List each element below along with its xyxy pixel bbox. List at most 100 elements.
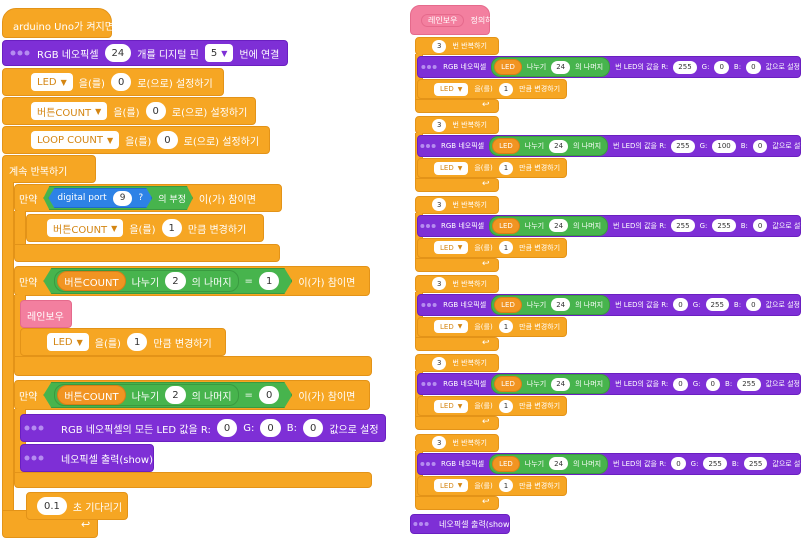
forever-block[interactable]: 계속 반복하기 [2, 155, 96, 183]
g-input[interactable]: 0 [714, 60, 729, 74]
show-block[interactable]: 네오픽셀 출력(show) [20, 444, 154, 472]
var-reporter-led[interactable]: LED [494, 296, 522, 313]
g-input[interactable]: 0 [260, 419, 281, 437]
repeat-times-input[interactable]: 3 [432, 356, 447, 370]
var-dropdown-loopcount[interactable]: LOOP COUNT▼ [31, 131, 120, 149]
if-block-2[interactable]: 만약 버튼COUNT 나누기 2 의 나머지 = 1 이(가) 참이면 [14, 266, 370, 296]
led-count-input[interactable]: 24 [104, 44, 132, 62]
change-led-block[interactable]: LED▼ 을(를) 1 만큼 변경하기 [417, 158, 567, 179]
if-block-1[interactable]: 만약 digital port 9 ? 의 부정 이(가) 참이면 [14, 184, 282, 212]
define-block[interactable]: 레인보우 정의하기 [410, 5, 500, 35]
divisor-input[interactable]: 24 [551, 377, 571, 391]
modulo-operator[interactable]: LED 나누기 24 의 나머지 [491, 374, 611, 395]
b-input[interactable]: 0 [746, 298, 761, 312]
var-dropdown-led[interactable]: LED▼ [434, 479, 469, 492]
r-input[interactable]: 0 [673, 377, 688, 391]
value-input[interactable]: 1 [498, 161, 514, 175]
r-input[interactable]: 255 [671, 139, 695, 153]
change-led-block[interactable]: LED▼ 을(를) 1 만큼 변경하기 [417, 79, 567, 99]
modulo-operator[interactable]: LED 나누기 24 의 나머지 [491, 294, 611, 315]
repeat-times-input[interactable]: 3 [432, 436, 447, 449]
set-pixel-block[interactable]: RGB 네오픽셀 LED 나누기 24 의 나머지 번 LED의 값을 R: 0… [417, 293, 801, 316]
port-input[interactable]: 9 [113, 191, 133, 206]
var-dropdown-led[interactable]: LED▼ [434, 399, 469, 413]
modulo-operator[interactable]: 버튼COUNT 나누기 2 의 나머지 [54, 384, 238, 406]
var-dropdown-btncount[interactable]: 버튼COUNT▼ [31, 102, 108, 120]
change-led-block[interactable]: LED▼ 을(를) 1 만큼 변경하기 [417, 475, 567, 496]
var-reporter-btncount[interactable]: 버튼COUNT [57, 271, 125, 291]
divisor-input[interactable]: 24 [549, 219, 569, 233]
set-pixel-block[interactable]: RGB 네오픽셀 LED 나누기 24 의 나머지 번 LED의 값을 R: 0… [417, 373, 801, 396]
hat-block[interactable]: arduino Uno가 켜지면 [2, 8, 114, 38]
repeat-block[interactable]: 3 번 반복하기 [415, 354, 499, 373]
divisor-input[interactable]: 24 [549, 457, 569, 470]
var-reporter-led[interactable]: LED [494, 59, 522, 75]
rainbow-call-block[interactable]: 레인보우 [20, 300, 72, 328]
compare-input[interactable]: 1 [259, 272, 279, 290]
neopixel-connect-block[interactable]: RGB 네오픽셀 24 개를 디지털 핀 5▼ 번에 연결 [2, 40, 288, 66]
set-loopcount-block[interactable]: LOOP COUNT▼ 을(를) 0 로(으로) 설정하기 [2, 126, 270, 154]
value-input[interactable]: 1 [126, 333, 148, 351]
change-led-block[interactable]: LED▼ 을(를) 1 만큼 변경하기 [417, 316, 567, 337]
b-input[interactable]: 0 [302, 419, 324, 437]
var-reporter-led[interactable]: LED [494, 376, 522, 393]
r-input[interactable]: 0 [216, 419, 238, 437]
change-led-block[interactable]: LED▼ 을(를) 1 만큼 변경하기 [417, 237, 567, 258]
digital-port-sensor[interactable]: digital port 9 ? [48, 188, 152, 208]
value-input[interactable]: 1 [498, 241, 514, 255]
repeat-times-input[interactable]: 3 [432, 277, 447, 291]
var-dropdown-led[interactable]: LED▼ [31, 73, 73, 91]
set-all-leds-block[interactable]: RGB 네오픽셀의 모든 LED 값을 R: 0 G: 0 B: 0 값으로 설… [20, 414, 386, 442]
modulo-operator[interactable]: 버튼COUNT 나누기 2 의 나머지 [54, 270, 238, 292]
set-pixel-block[interactable]: RGB 네오픽셀 LED 나누기 24 의 나머지 번 LED의 값을 R: 2… [417, 135, 802, 158]
divisor-input[interactable]: 24 [551, 298, 571, 312]
value-input[interactable]: 0 [157, 131, 178, 149]
value-input[interactable]: 1 [498, 399, 514, 413]
set-pixel-block[interactable]: RGB 네오픽셀 LED 나누기 24 의 나머지 번 LED의 값을 R: 2… [417, 56, 801, 78]
not-operator[interactable]: digital port 9 ? 의 부정 [43, 186, 193, 210]
repeat-times-input[interactable]: 3 [432, 118, 447, 132]
compare-input[interactable]: 0 [259, 386, 279, 404]
r-input[interactable]: 0 [671, 457, 686, 470]
modulo-operator[interactable]: LED 나누기 24 의 나머지 [489, 136, 609, 157]
var-dropdown-led[interactable]: LED▼ [434, 241, 469, 255]
var-reporter-led[interactable]: LED [492, 455, 520, 472]
var-reporter-led[interactable]: LED [492, 217, 520, 234]
repeat-block[interactable]: 3 번 반복하기 [415, 116, 499, 135]
b-input[interactable]: 255 [744, 457, 768, 470]
repeat-times-input[interactable]: 3 [432, 198, 447, 212]
var-dropdown-led[interactable]: LED▼ [434, 320, 469, 334]
var-reporter-led[interactable]: LED [492, 138, 520, 155]
var-dropdown-led[interactable]: LED▼ [434, 161, 469, 175]
change-led-block[interactable]: LED▼ 을(를) 1 만큼 변경하기 [417, 396, 567, 417]
value-input[interactable]: 1 [498, 82, 514, 96]
change-led-block[interactable]: LED▼ 을(를) 1 만큼 변경하기 [20, 328, 226, 356]
b-input[interactable]: 0 [746, 60, 761, 74]
repeat-block[interactable]: 3 번 반복하기 [415, 274, 499, 293]
equals-operator[interactable]: 버튼COUNT 나누기 2 의 나머지 = 0 [43, 382, 292, 408]
g-input[interactable]: 100 [712, 139, 736, 153]
seconds-input[interactable]: 0.1 [37, 497, 67, 515]
g-input[interactable]: 255 [712, 219, 736, 233]
var-dropdown-btncount[interactable]: 버튼COUNT▼ [47, 219, 124, 237]
divisor-input[interactable]: 2 [165, 272, 185, 290]
divisor-input[interactable]: 2 [165, 386, 185, 404]
value-input[interactable]: 0 [110, 73, 132, 91]
b-input[interactable]: 0 [752, 219, 768, 233]
value-input[interactable]: 1 [161, 219, 182, 237]
value-input[interactable]: 1 [498, 479, 514, 492]
var-dropdown-led[interactable]: LED▼ [434, 82, 469, 96]
wait-block[interactable]: 0.1 초 기다리기 [26, 492, 128, 520]
repeat-block[interactable]: 3 번 반복하기 [415, 433, 499, 452]
var-reporter-btncount[interactable]: 버튼COUNT [57, 385, 125, 405]
set-btncount-block[interactable]: 버튼COUNT▼ 을(를) 0 로(으로) 설정하기 [2, 97, 256, 125]
show-block-right[interactable]: 네오픽셀 출력(show) [410, 514, 513, 534]
pin-dropdown[interactable]: 5▼ [204, 44, 234, 62]
r-input[interactable]: 255 [671, 219, 695, 233]
b-input[interactable]: 255 [737, 377, 761, 391]
g-input[interactable]: 255 [705, 298, 729, 312]
if-block-3[interactable]: 만약 버튼COUNT 나누기 2 의 나머지 = 0 이(가) 참이면 [14, 380, 370, 410]
modulo-operator[interactable]: LED 나누기 24 의 나머지 [489, 453, 609, 474]
divisor-input[interactable]: 24 [551, 60, 571, 74]
change-btncount-block[interactable]: 버튼COUNT▼ 을(를) 1 만큼 변경하기 [26, 214, 264, 242]
